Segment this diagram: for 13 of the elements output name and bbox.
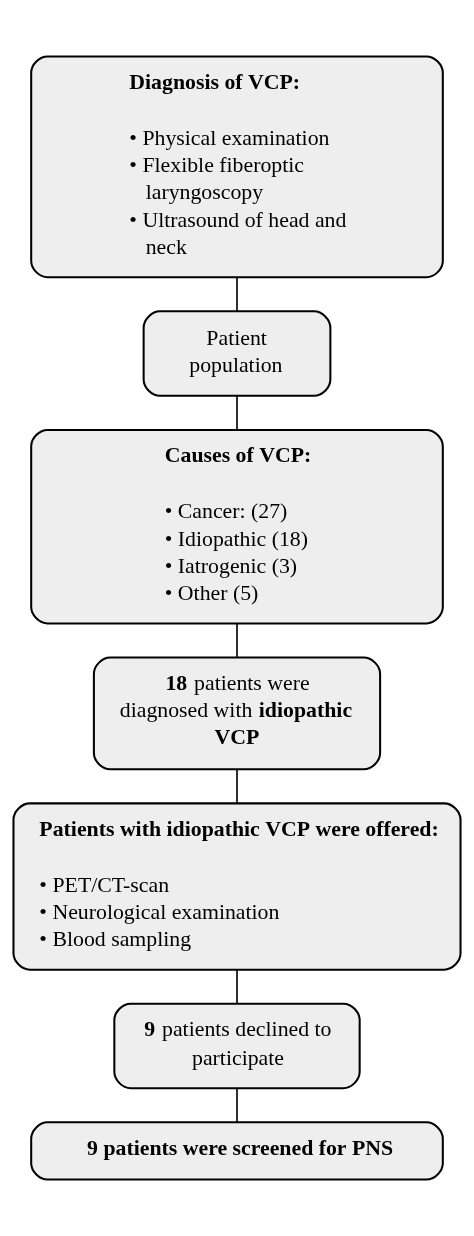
node-box: Diagnosis of VCP: • Physical examination • Flexible fiberoptic laryngoscopy • Ultrasound of head and neck [30,55,444,279]
node-box: 9 patients declined to participate [113,1002,361,1090]
connector [236,276,238,312]
connector [236,623,238,659]
connector [236,395,238,431]
node-box: Patient population [142,310,332,397]
connector [236,768,238,804]
connector [236,969,238,1005]
node-box: 18 patients were diagnosed with idiopathic VCP [92,656,382,771]
node-box: 9 patients were screened for PNS [30,1121,444,1181]
node-box: Causes of VCP: • Cancer: (27) • Idiopathic (18) • Iatrogenic (3) • Other (5) [30,428,444,625]
connector [236,1087,238,1123]
node-box: Patients with idiopathic VCP were offered: • PET/CT-scan • Neurological examination • Blood sampling [12,802,462,971]
